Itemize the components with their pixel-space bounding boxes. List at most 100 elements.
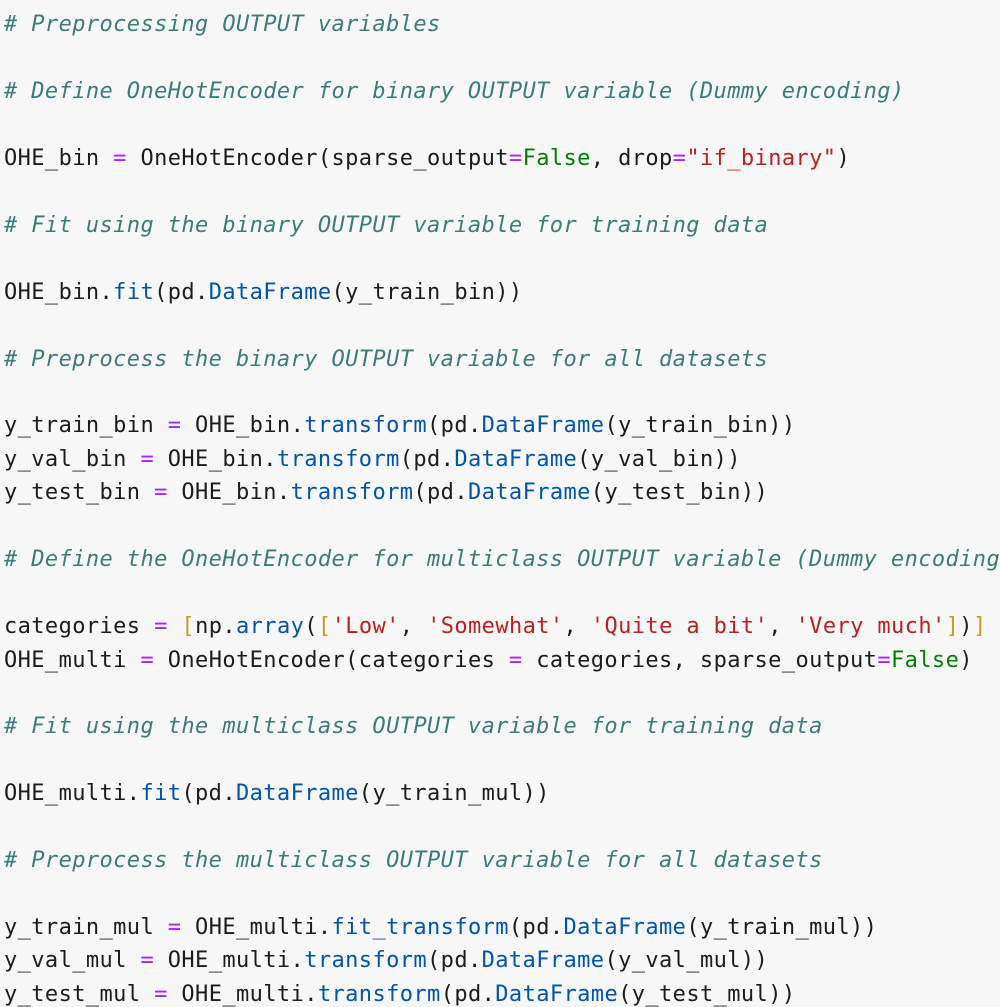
code-comment-line: # Define OneHotEncoder for binary OUTPUT…: [4, 79, 905, 105]
code-token-default: y_test_bin: [4, 480, 155, 505]
code-token-bracket: ]: [972, 614, 987, 639]
code-token-string: 'Somewhat': [427, 614, 564, 639]
code-token-comment: # Preprocess the binary OUTPUT variable …: [4, 347, 769, 372]
code-token-operator: =: [672, 146, 687, 171]
code-token-default: categories, sparse_output: [522, 648, 878, 673]
code-token-default: (pd.: [427, 413, 482, 438]
code-token-builtin: fit: [113, 280, 155, 305]
code-line: y_val_mul = OHE_multi.transform(pd.DataF…: [4, 948, 768, 974]
code-token-default: OHE_multi.: [154, 948, 305, 973]
code-token-default: , drop: [590, 146, 673, 171]
code-token-default: ): [959, 614, 973, 639]
code-token-operator: =: [508, 146, 523, 171]
code-token-comment: # Fit using the multiclass OUTPUT variab…: [4, 714, 823, 739]
code-token-default: ): [959, 648, 973, 673]
code-comment-line: # Define the OneHotEncoder for multiclas…: [4, 547, 1000, 573]
code-token-operator: =: [877, 648, 891, 673]
code-token-builtin: transform: [290, 480, 414, 505]
code-token-string: "if_binary": [686, 146, 837, 171]
code-token-default: (: [304, 614, 318, 639]
code-token-default: (pd.: [154, 280, 209, 305]
code-token-default: ,: [563, 614, 591, 639]
code-token-default: OHE_bin.: [4, 280, 114, 305]
code-line: y_val_bin = OHE_bin.transform(pd.DataFra…: [4, 447, 741, 473]
code-token-comment: # Preprocessing OUTPUT variables: [4, 12, 441, 37]
code-token-default: OHE_bin.: [181, 413, 305, 438]
code-token-default: (pd.: [508, 915, 564, 940]
code-token-string: 'Low': [331, 614, 400, 639]
code-token-string: 'Very much': [795, 614, 946, 639]
code-token-keyword: False: [522, 146, 591, 171]
code-token-default: ): [836, 146, 851, 171]
code-token-bracket: [: [317, 614, 332, 639]
code-token-default: (y_test_bin)): [590, 480, 769, 505]
code-line: categories = [np.array(['Low', 'Somewhat…: [4, 614, 987, 640]
code-token-default: ,: [768, 614, 796, 639]
code-token-default: np.: [195, 614, 237, 639]
code-token-default: OHE_bin.: [167, 480, 291, 505]
code-comment-line: # Preprocess the multiclass OUTPUT varia…: [4, 848, 823, 874]
code-token-builtin: fit_transform: [331, 915, 509, 940]
code-token-default: categories: [4, 614, 155, 639]
code-line: OHE_bin = OneHotEncoder(sparse_output=Fa…: [4, 146, 850, 172]
code-token-default: OHE_multi.: [167, 982, 318, 1007]
code-line: y_test_bin = OHE_bin.transform(pd.DataFr…: [4, 480, 768, 506]
code-token-default: (y_train_mul)): [358, 781, 550, 806]
code-token-builtin: DataFrame: [495, 982, 619, 1007]
code-token-default: OHE_bin: [4, 146, 114, 171]
code-token-operator: =: [154, 982, 168, 1007]
code-line: OHE_multi = OneHotEncoder(categories = c…: [4, 648, 973, 674]
code-token-default: (pd.: [440, 982, 496, 1007]
code-token-operator: =: [154, 480, 168, 505]
code-comment-line: # Fit using the binary OUTPUT variable f…: [4, 213, 768, 239]
code-token-default: (y_val_mul)): [604, 948, 769, 973]
code-token-builtin: DataFrame: [481, 413, 605, 438]
code-token-operator: =: [154, 614, 168, 639]
code-token-operator: =: [140, 648, 155, 673]
code-token-comment: # Fit using the binary OUTPUT variable f…: [4, 213, 769, 238]
code-comment-line: # Preprocess the binary OUTPUT variable …: [4, 347, 768, 373]
code-token-default: OneHotEncoder(categories: [154, 648, 509, 673]
code-token-default: y_val_mul: [4, 948, 141, 973]
code-token-operator: =: [113, 146, 127, 171]
code-token-default: (y_val_bin)): [577, 447, 741, 472]
code-token-default: y_train_mul: [4, 915, 168, 940]
code-token-default: y_val_bin: [4, 447, 141, 472]
code-line: y_test_mul = OHE_multi.transform(pd.Data…: [4, 982, 795, 1007]
code-token-default: (pd.: [427, 948, 482, 973]
code-token-builtin: DataFrame: [454, 447, 578, 472]
code-token-default: OHE_multi: [4, 648, 141, 673]
code-line: OHE_multi.fit(pd.DataFrame(y_train_mul)): [4, 781, 550, 807]
code-token-default: (y_train_mul)): [686, 915, 878, 940]
code-token-default: OHE_multi.: [4, 781, 141, 806]
code-token-builtin: array: [236, 614, 305, 639]
code-token-default: (y_train_bin)): [331, 280, 523, 305]
code-token-keyword: False: [890, 648, 960, 673]
code-token-builtin: transform: [317, 982, 441, 1007]
code-token-default: (pd.: [181, 781, 236, 806]
code-token-default: [168, 614, 182, 639]
code-line: y_train_bin = OHE_bin.transform(pd.DataF…: [4, 413, 795, 439]
code-token-builtin: DataFrame: [481, 948, 605, 973]
code-comment-line: # Fit using the multiclass OUTPUT variab…: [4, 714, 823, 740]
code-token-operator: =: [167, 413, 182, 438]
code-line: y_train_mul = OHE_multi.fit_transform(pd…: [4, 915, 877, 941]
code-token-builtin: transform: [304, 948, 428, 973]
code-token-default: (y_test_mul)): [618, 982, 796, 1007]
code-token-bracket: [: [181, 614, 196, 639]
code-token-comment: # Preprocess the multiclass OUTPUT varia…: [4, 848, 823, 873]
code-token-default: OHE_multi.: [181, 915, 332, 940]
code-token-comment: # Define the OneHotEncoder for multiclas…: [4, 547, 1000, 572]
code-token-bracket: ]: [945, 614, 960, 639]
code-token-builtin: DataFrame: [563, 915, 687, 940]
code-token-builtin: DataFrame: [235, 781, 359, 806]
code-token-default: (pd.: [413, 480, 468, 505]
code-token-default: (pd.: [399, 447, 455, 472]
code-token-operator: =: [140, 447, 155, 472]
code-token-default: y_train_bin: [4, 413, 168, 438]
code-token-builtin: transform: [304, 413, 428, 438]
code-token-comment: # Define OneHotEncoder for binary OUTPUT…: [4, 79, 905, 104]
code-token-operator: =: [167, 915, 182, 940]
code-token-builtin: transform: [276, 447, 400, 472]
